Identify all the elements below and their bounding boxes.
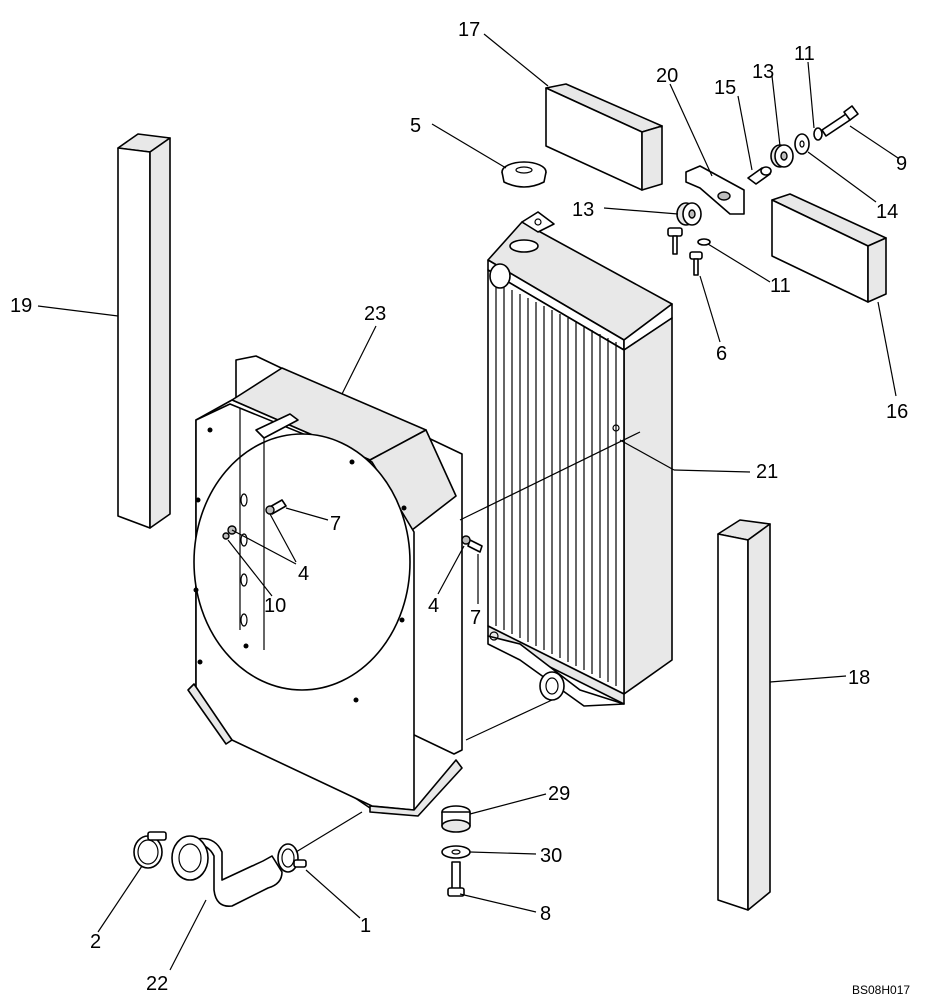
callout-4-upper: 4 <box>298 563 309 585</box>
rubber-mount-29 <box>441 805 471 833</box>
callout-17: 17 <box>458 19 480 41</box>
isolator-13-upper <box>770 144 794 168</box>
foam-pad-17 <box>545 83 663 191</box>
callout-30: 30 <box>540 845 562 867</box>
lock-washer-11-lower <box>697 238 711 246</box>
callout-4-lower: 4 <box>428 595 439 617</box>
callout-6: 6 <box>716 343 727 365</box>
nut-10 <box>222 532 230 540</box>
callout-1: 1 <box>360 915 371 937</box>
foam-strip-19 <box>117 133 171 529</box>
callout-2: 2 <box>90 931 101 953</box>
callout-7-upper: 7 <box>330 513 341 535</box>
callout-11-lower: 11 <box>770 275 791 297</box>
callout-22: 22 <box>146 973 168 995</box>
mount-bracket-20 <box>685 165 745 215</box>
isolator-13-lower <box>676 202 702 226</box>
callout-11-upper: 11 <box>794 43 815 65</box>
callout-20: 20 <box>656 65 678 87</box>
callout-7-lower: 7 <box>470 607 481 629</box>
hose-clamp-2 <box>133 831 167 869</box>
spacer-15 <box>747 166 772 185</box>
drawing-code: BS08H017 <box>852 983 910 997</box>
fan-shroud-23 <box>187 355 463 817</box>
callout-8: 8 <box>540 903 551 925</box>
leader-lines <box>37 33 899 971</box>
washer-14 <box>794 133 810 155</box>
radiator-cap-5 <box>501 161 547 188</box>
callout-29: 29 <box>548 783 570 805</box>
callout-16: 16 <box>886 401 908 423</box>
callout-5: 5 <box>410 115 421 137</box>
hose-22 <box>171 835 283 907</box>
radiator-21 <box>487 211 673 707</box>
bolt-8 <box>447 861 465 897</box>
bolt-9 <box>821 105 859 137</box>
callout-15: 15 <box>714 77 736 99</box>
callout-18: 18 <box>848 667 870 689</box>
callout-9: 9 <box>896 153 907 175</box>
lock-washer-11-upper <box>813 127 823 141</box>
callout-21: 21 <box>756 461 778 483</box>
washer-30 <box>441 845 471 859</box>
foam-strip-18 <box>717 519 771 911</box>
callout-19: 19 <box>10 295 32 317</box>
callout-14: 14 <box>876 201 898 223</box>
callout-13-lower: 13 <box>572 199 594 221</box>
bolt-6-pair <box>667 227 703 276</box>
bolt-7-lower <box>467 539 483 553</box>
callout-13-upper: 13 <box>752 61 774 83</box>
hose-clamp-1 <box>277 843 307 873</box>
washer-4-lower <box>461 535 471 545</box>
callout-labels: 17 20 13 11 15 5 9 14 13 11 6 16 19 23 2… <box>10 19 910 997</box>
foam-pad-16 <box>771 193 887 303</box>
radiator-fins <box>495 282 617 686</box>
callout-23: 23 <box>364 303 386 325</box>
callout-10: 10 <box>264 595 286 617</box>
